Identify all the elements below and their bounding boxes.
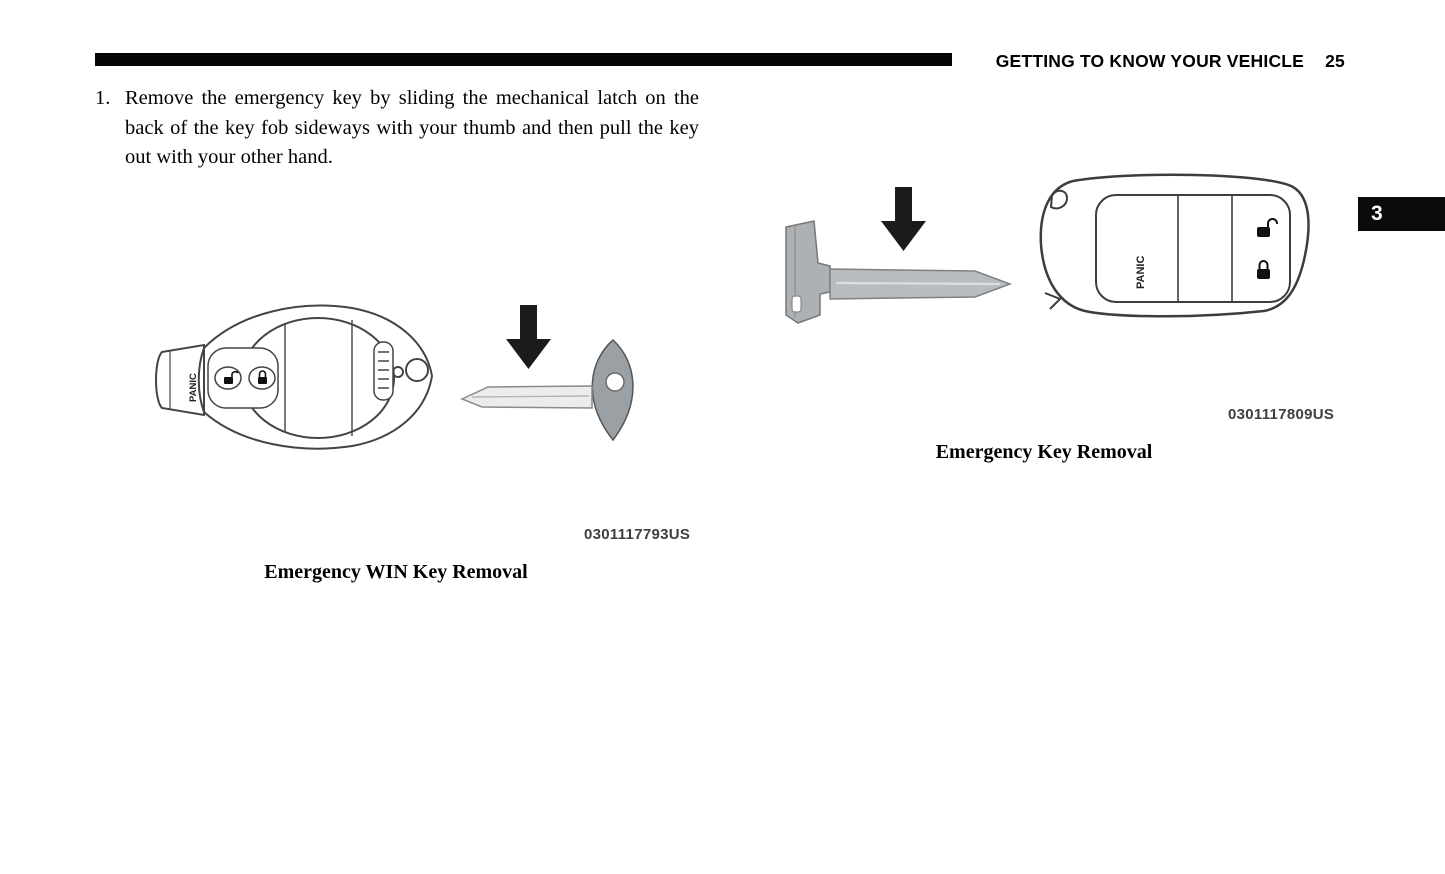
win-key-fob-illustration: PANIC <box>155 304 634 450</box>
figure-id: 0301117809US <box>1228 406 1335 423</box>
down-arrow-icon <box>506 305 551 369</box>
chapter-tab: 3 <box>1358 197 1445 231</box>
step-text: Remove the emergency key by sliding the … <box>125 87 699 168</box>
lock-icon <box>258 370 267 384</box>
win-fob-panic-label: PANIC <box>188 373 199 402</box>
step-number: 1. <box>95 87 111 109</box>
smart-key-fob-outline <box>1039 173 1310 318</box>
smart-key-illustration: PANIC <box>785 173 1310 324</box>
figure-caption: Emergency WIN Key Removal <box>264 561 528 583</box>
emergency-key-head <box>785 220 831 324</box>
unlock-icon <box>1257 217 1278 237</box>
unlock-icon <box>224 370 239 384</box>
page-number: 25 <box>1325 51 1345 71</box>
figure-id: 0301117793US <box>584 526 691 543</box>
header-rule <box>95 53 952 66</box>
win-fob-buttons <box>207 347 279 409</box>
down-arrow-icon <box>881 187 926 251</box>
emergency-key-blade <box>829 268 1013 300</box>
win-fob-latch-slider <box>373 341 394 401</box>
lock-icon <box>1257 260 1270 279</box>
instruction-step: 1. Remove the emergency key by sliding t… <box>95 84 699 173</box>
smart-fob-panic-label: PANIC <box>1135 256 1147 289</box>
win-fob-cap <box>155 343 205 417</box>
section-title: GETTING TO KNOW YOUR VEHICLE <box>995 51 1305 71</box>
chapter-tab-label: 3 <box>1371 202 1383 225</box>
figure-caption: Emergency Key Removal <box>935 441 1153 463</box>
running-header: GETTING TO KNOW YOUR VEHICLE 25 <box>996 51 1345 72</box>
key-head-hole <box>605 372 625 392</box>
emergency-key-blade <box>460 385 593 409</box>
